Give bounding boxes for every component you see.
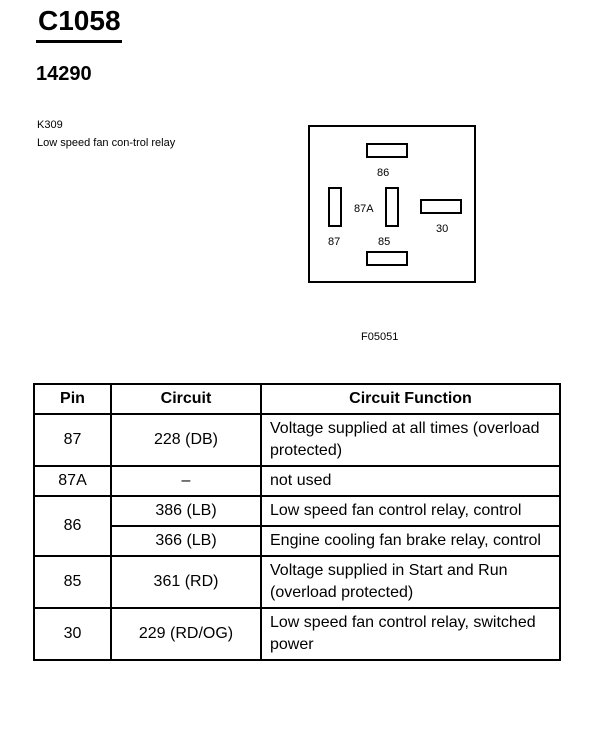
pin-slot-87 xyxy=(328,187,342,227)
column-header-pin: Pin xyxy=(33,383,112,415)
cell-function: Engine cooling fan brake relay, control xyxy=(260,525,561,557)
table-row: 86 386 (LB) Low speed fan control relay,… xyxy=(33,495,561,557)
component-description: Low speed fan con-trol relay xyxy=(37,137,176,149)
cell-circuit: 361 (RD) xyxy=(110,555,262,609)
relay-pinout-diagram: 86 87 87A 85 30 xyxy=(308,125,476,283)
cell-circuit: 229 (RD/OG) xyxy=(110,607,262,661)
pin-label-85: 85 xyxy=(378,236,391,248)
title-underline xyxy=(36,40,122,43)
cell-function: Voltage supplied in Start and Run (overl… xyxy=(260,555,561,609)
cell-function: Voltage supplied at all times (overload … xyxy=(260,413,561,467)
table-header-row: Pin Circuit Circuit Function xyxy=(33,383,561,415)
component-code: K309 xyxy=(37,119,63,131)
pin-label-30: 30 xyxy=(436,223,449,235)
pin-label-87a: 87A xyxy=(354,203,374,215)
column-header-function: Circuit Function xyxy=(260,383,561,415)
cell-function: Low speed fan control relay, switched po… xyxy=(260,607,561,661)
part-number: 14290 xyxy=(36,63,92,85)
table-row: 366 (LB) Engine cooling fan brake relay,… xyxy=(34,525,561,557)
connector-id: C1058 xyxy=(38,5,121,36)
column-header-circuit: Circuit xyxy=(110,383,262,415)
cell-circuit: – xyxy=(110,465,262,497)
circuit-table: Pin Circuit Circuit Function 87 228 (DB)… xyxy=(33,383,561,661)
figure-id: F05051 xyxy=(361,331,399,343)
pin-label-87: 87 xyxy=(328,236,341,248)
pin-slot-30 xyxy=(420,199,462,214)
pin-slot-86 xyxy=(366,143,408,158)
cell-circuit: 228 (DB) xyxy=(110,413,262,467)
cell-pin: 87A xyxy=(33,465,112,497)
cell-function: not used xyxy=(260,465,561,497)
table-row: 30 229 (RD/OG) Low speed fan control rel… xyxy=(33,607,561,661)
table-row: 87A – not used xyxy=(33,465,561,497)
cell-pin: 30 xyxy=(33,607,112,661)
cell-function: Low speed fan control relay, control xyxy=(260,495,561,527)
table-row: 87 228 (DB) Voltage supplied at all time… xyxy=(33,413,561,467)
pin-label-86: 86 xyxy=(377,167,390,179)
cell-circuit: 386 (LB) xyxy=(110,495,262,527)
cell-pin: 87 xyxy=(33,413,112,467)
cell-circuit: 366 (LB) xyxy=(110,525,262,557)
cell-pin: 86 xyxy=(33,495,112,557)
pin-slot-bottom xyxy=(366,251,408,266)
table-row: 85 361 (RD) Voltage supplied in Start an… xyxy=(33,555,561,609)
cell-pin: 85 xyxy=(33,555,112,609)
pin-slot-85 xyxy=(385,187,399,227)
